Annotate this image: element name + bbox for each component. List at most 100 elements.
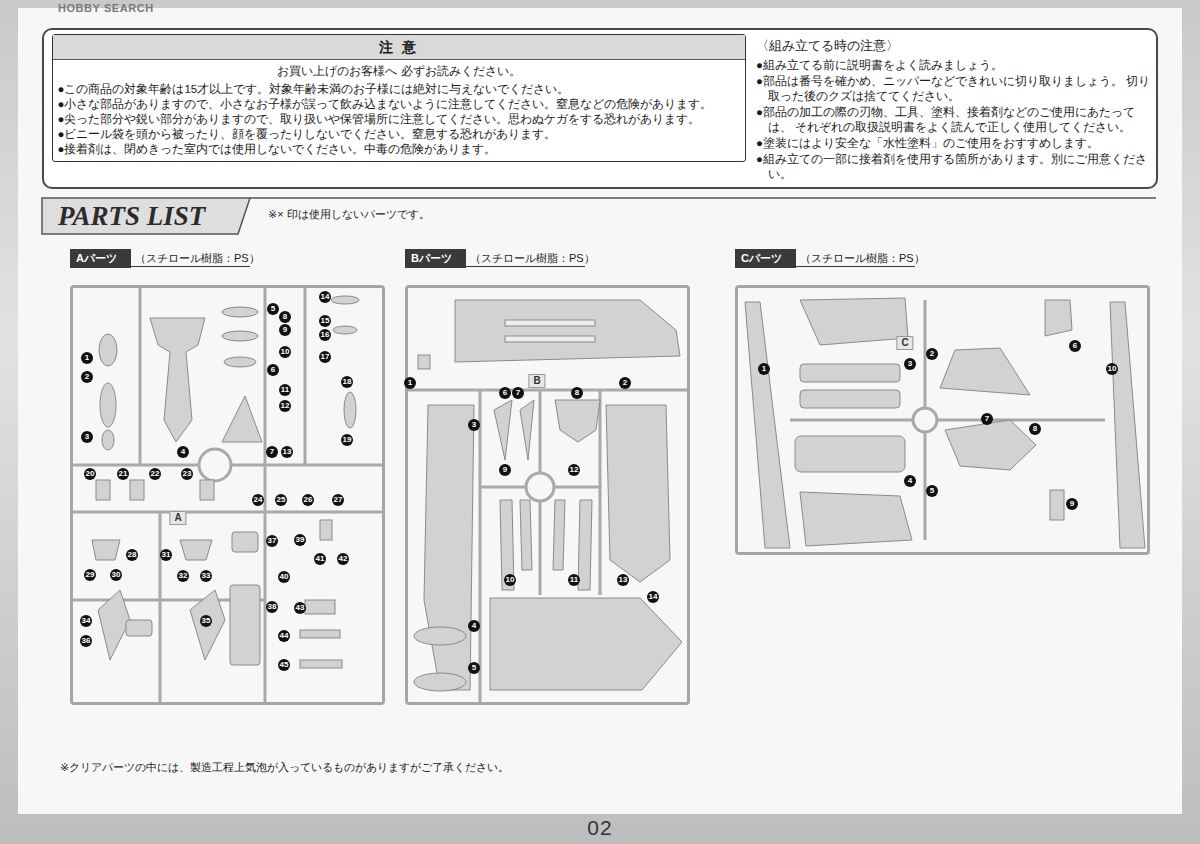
callout-number: 10	[279, 346, 291, 358]
callout-number: 14	[647, 591, 659, 603]
runner-frame	[735, 285, 1150, 555]
callout-number: 44	[278, 630, 290, 642]
callout-number: 28	[126, 549, 138, 561]
caution-subtitle: お買い上げのお客様へ 必ずお読みください。	[53, 60, 745, 82]
page-number: 02	[587, 816, 612, 840]
sprue-tag: B	[528, 374, 545, 388]
callout-number: 11	[279, 384, 291, 396]
note-text: ※× 印は使用しないパーツです。	[268, 207, 430, 222]
callout-number: 8	[571, 387, 583, 399]
note-text: ※クリアパーツの中には、製造工程上気泡が入っているものがありますがご了承ください…	[60, 760, 509, 775]
callout-number: 21	[117, 468, 129, 480]
assembly-notes: 〈組み立てる時の注意〉 ●組み立てる前に説明書をよく読みましょう。●部品は番号を確…	[756, 38, 1152, 183]
parts-a	[92, 296, 359, 668]
parts-c	[745, 298, 1145, 548]
callout-number: 13	[617, 574, 629, 586]
caution-item: ●小さな部品がありますので、小さなお子様が誤って飲み込まないように注意してくださ…	[61, 97, 745, 112]
caution-box: 注 意お買い上げのお客様へ 必ずお読みください。●この商品の対象年齢は15才以上…	[52, 34, 746, 162]
callout-number: 9	[1066, 498, 1078, 510]
runner-a	[70, 287, 385, 703]
callout-number: 6	[1069, 340, 1081, 352]
callout-number: 2	[926, 348, 938, 360]
callout-number: 38	[266, 601, 278, 613]
watermark: HOBBY SEARCH	[58, 2, 154, 14]
caution-item: ●接着剤は、閉めきった室内では使用しないでください。中毒の危険があります。	[61, 142, 745, 157]
callout-number: 20	[84, 468, 96, 480]
sprue-name: Bパーツ	[405, 249, 466, 268]
callout-number: 9	[499, 464, 511, 476]
callout-number: 45	[278, 659, 290, 671]
sprue-tag: C	[896, 336, 913, 350]
caution-item: ●この商品の対象年齢は15才以上です。対象年齢未満のお子様には絶対に与えないでく…	[61, 82, 745, 97]
callout-number: 25	[275, 494, 287, 506]
material-note: （スチロール樹脂：PS）	[796, 249, 925, 268]
sprue-frame: Bパーツ（スチロール樹脂：PS）	[405, 248, 690, 705]
callout-number: 16	[319, 329, 331, 341]
callout-number: 9	[279, 324, 291, 336]
callout-number: 3	[81, 431, 93, 443]
caution-item: ●ビニール袋を頭から被ったり、顔を覆ったりしないでください。窒息する恐れがありま…	[61, 127, 745, 142]
callout-number: 7	[981, 413, 993, 425]
callout-number: 6	[499, 387, 511, 399]
callout-number: 4	[177, 446, 189, 458]
callout-number: 10	[504, 574, 516, 586]
notice-panel: 〈組み立てる時の注意〉 ●組み立てる前に説明書をよく読みましょう。●部品は番号を確…	[42, 28, 1158, 189]
callout-number: 5	[468, 662, 480, 674]
callout-number: 17	[319, 351, 331, 363]
caution-item: ●尖った部分や鋭い部分がありますので、取り扱いや保管場所に注意してください。思わ…	[61, 112, 745, 127]
runner-b	[405, 390, 690, 703]
callout-number: 2	[81, 371, 93, 383]
sprue-name: Aパーツ	[70, 249, 131, 268]
sprue-header: Cパーツ（スチロール樹脂：PS）	[735, 248, 915, 267]
material-note: （スチロール樹脂：PS）	[466, 249, 595, 268]
callout-number: 42	[337, 553, 349, 565]
sprue-frame: Cパーツ（スチロール樹脂：PS）	[735, 248, 1150, 555]
callout-number: 33	[200, 570, 212, 582]
notes-item: ●部品の加工の際の刃物、工具、塗料、接着剤などのご使用にあたっては、 それぞれの…	[756, 105, 1152, 135]
callout-number: 15	[319, 315, 331, 327]
callout-number: 2	[619, 377, 631, 389]
callout-number: 5	[267, 303, 279, 315]
callout-number: 10	[1106, 363, 1118, 375]
callout-number: 40	[278, 571, 290, 583]
callout-number: 41	[314, 553, 326, 565]
notes-item: ●部品は番号を確かめ、ニッパーなどできれいに切り取りましょう。 切り取った後のク…	[756, 74, 1152, 104]
callout-number: 8	[1029, 423, 1041, 435]
callout-number: 1	[81, 352, 93, 364]
callout-number: 7	[266, 446, 278, 458]
callout-number: 39	[294, 534, 306, 546]
callout-number: 31	[160, 549, 172, 561]
callout-number: 32	[177, 570, 189, 582]
parts-b	[414, 300, 682, 691]
callout-number: 5	[926, 485, 938, 497]
notes-item: ●組み立ての一部に接着剤を使用する箇所があります。別にご用意ください。	[756, 152, 1152, 182]
sprue-frame: Aパーツ（スチロール樹脂：PS）	[70, 248, 385, 705]
callout-number: 22	[149, 468, 161, 480]
sprue-name: Cパーツ	[735, 249, 796, 268]
callout-number: 19	[341, 434, 353, 446]
sprue-header: Aパーツ（スチロール樹脂：PS）	[70, 248, 250, 267]
callout-number: 4	[904, 475, 916, 487]
callout-number: 18	[341, 376, 353, 388]
callout-number: 34	[80, 615, 92, 627]
runner-frame	[405, 285, 690, 705]
callout-number: 8	[279, 311, 291, 323]
notes-heading: 〈組み立てる時の注意〉	[756, 38, 1152, 55]
callout-number: 3	[904, 358, 916, 370]
notes-item: ●組み立てる前に説明書をよく読みましょう。	[756, 58, 1152, 73]
callout-number: 7	[512, 387, 524, 399]
callout-number: 1	[758, 363, 770, 375]
callout-number: 23	[181, 468, 193, 480]
parts-list-band	[42, 198, 1156, 234]
runner-frame	[70, 285, 385, 705]
callout-number: 3	[468, 419, 480, 431]
callout-number: 37	[266, 535, 278, 547]
caution-heading: 注 意	[53, 35, 745, 60]
callout-number: 4	[468, 620, 480, 632]
callout-number: 14	[319, 291, 331, 303]
callout-number: 11	[568, 574, 580, 586]
callout-number: 36	[80, 635, 92, 647]
callout-number: 13	[281, 446, 293, 458]
